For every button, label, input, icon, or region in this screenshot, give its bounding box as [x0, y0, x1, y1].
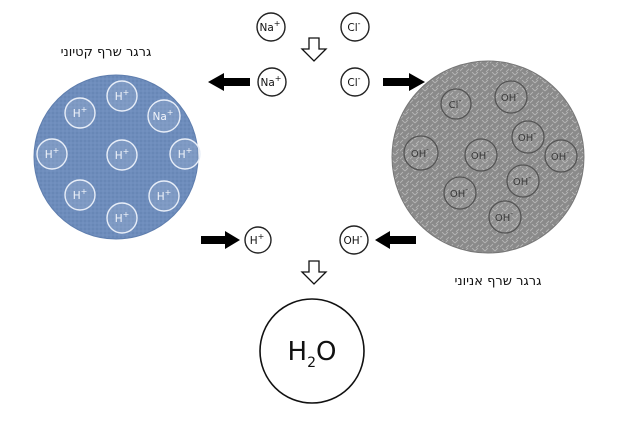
resin-h-ion: H+ — [106, 202, 138, 234]
product-oh-ion: OH- — [339, 225, 369, 255]
svg-text:Na+: Na+ — [260, 19, 281, 34]
cation-resin-grain — [33, 74, 199, 240]
resin-h-ion: H+ — [169, 138, 201, 170]
arrow-left-from-anion-icon — [375, 231, 416, 249]
resin-oh-ion: OH- — [494, 80, 528, 114]
svg-text:OH-: OH- — [501, 89, 519, 104]
resin-oh-ion: OH- — [544, 139, 578, 173]
svg-text:H+: H+ — [115, 210, 130, 225]
svg-text:OH-: OH- — [551, 148, 569, 163]
svg-text:OH-: OH- — [343, 232, 362, 247]
water-subscript: 2 — [307, 355, 316, 371]
mid-cl-ion: Cl- — [340, 67, 370, 97]
resin-oh-ion: OH- — [443, 176, 477, 210]
arrow-right-to-anion-icon — [383, 73, 425, 91]
top-na-ion: Na+ — [256, 12, 286, 42]
svg-text:H+: H+ — [115, 88, 130, 103]
resin-oh-ion: OH- — [403, 135, 439, 171]
svg-text:Cl-: Cl- — [347, 19, 360, 34]
top-cl-ion: Cl- — [340, 12, 370, 42]
cation-resin-ions: H+ H+ Na+ H+ H+ H+ H+ H+ — [36, 80, 201, 234]
resin-cl-ion: Cl- — [440, 88, 472, 120]
svg-text:H+: H+ — [178, 146, 193, 161]
svg-text:OH-: OH- — [513, 173, 531, 188]
resin-h-ion: H+ — [64, 179, 96, 211]
anion-resin-ions: Cl- OH- OH- OH- OH- OH- OH- OH- — [403, 80, 578, 234]
product-h-ion: H+ — [244, 226, 272, 254]
resin-oh-ion: OH- — [488, 200, 522, 234]
resin-na-ion: Na+ — [147, 99, 181, 133]
svg-text:H+: H+ — [45, 146, 60, 161]
svg-text:Cl-: Cl- — [449, 96, 462, 111]
hollow-down-arrow-icon — [300, 37, 328, 62]
svg-text:H+: H+ — [115, 147, 130, 162]
resin-oh-ion: OH- — [511, 120, 545, 154]
anion-resin-label: גרגר שרף אניוני — [455, 274, 542, 289]
svg-text:OH-: OH- — [471, 147, 489, 162]
svg-text:OH-: OH- — [411, 145, 429, 160]
svg-text:Na+: Na+ — [261, 74, 282, 89]
resin-h-ion: H+ — [148, 180, 180, 212]
resin-h-ion: H+ — [36, 138, 68, 170]
svg-text:H2O: H2O — [288, 337, 337, 371]
mid-na-ion: Na+ — [257, 67, 287, 97]
hollow-down-arrow-icon — [300, 260, 328, 285]
svg-text:Cl-: Cl- — [347, 74, 360, 89]
svg-text:Na+: Na+ — [153, 108, 174, 123]
svg-text:H+: H+ — [73, 187, 88, 202]
resin-h-ion: H+ — [106, 139, 138, 171]
cation-resin-label: גרגר שרף קטיוני — [61, 45, 152, 60]
svg-text:H+: H+ — [250, 232, 265, 247]
resin-h-ion: H+ — [64, 97, 96, 129]
svg-text:H+: H+ — [157, 188, 172, 203]
resin-oh-ion: OH- — [464, 138, 498, 172]
arrow-right-from-cation-icon — [201, 231, 240, 249]
water-molecule: H2O — [259, 298, 365, 404]
svg-text:H+: H+ — [73, 105, 88, 120]
svg-text:OH-: OH- — [518, 129, 536, 144]
svg-text:OH-: OH- — [495, 209, 513, 224]
water-o: O — [316, 337, 336, 367]
resin-h-ion: H+ — [106, 80, 138, 112]
anion-resin-grain — [391, 60, 585, 254]
water-h: H — [288, 337, 308, 367]
resin-oh-ion: OH- — [506, 164, 540, 198]
arrow-left-to-cation-icon — [208, 73, 250, 91]
svg-text:OH-: OH- — [450, 185, 468, 200]
